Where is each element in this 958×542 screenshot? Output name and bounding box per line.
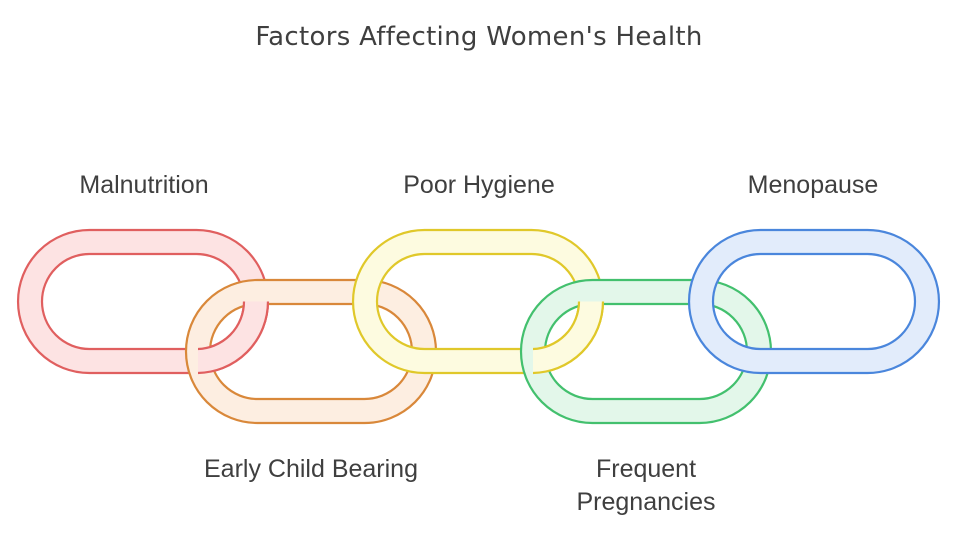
chain-link-early-child-bearing — [184, 278, 438, 425]
chain-link-outer-edge — [519, 278, 773, 425]
chain-link-frequent-pregnancies — [519, 278, 773, 425]
chain-link-outer-edge — [184, 278, 438, 425]
chain-link-inner-edge — [711, 252, 917, 351]
chain-link-overlap-malnutrition — [198, 301, 270, 375]
link-label-early-child-bearing: Early Child Bearing — [204, 455, 418, 483]
diagram-title: Factors Affecting Women's Health — [255, 22, 702, 52]
link-label-menopause: Menopause — [748, 171, 879, 199]
link-label-frequent-pregnancies: Frequent — [596, 455, 696, 483]
chain-link-outer-edge — [687, 228, 941, 375]
chain-link-overlap-poor-hygiene — [533, 301, 605, 375]
chain-link-overlap-band — [198, 301, 268, 373]
link-label-frequent-pregnancies: Pregnancies — [577, 488, 716, 516]
chain-link-overlap-band — [533, 301, 603, 373]
link-label-malnutrition: Malnutrition — [79, 171, 208, 199]
chain-link-menopause — [687, 228, 941, 375]
chain-links — [16, 228, 941, 425]
chain-link-inner-edge — [543, 302, 749, 401]
link-label-poor-hygiene: Poor Hygiene — [403, 171, 554, 199]
chain-link-inner-edge — [208, 302, 414, 401]
